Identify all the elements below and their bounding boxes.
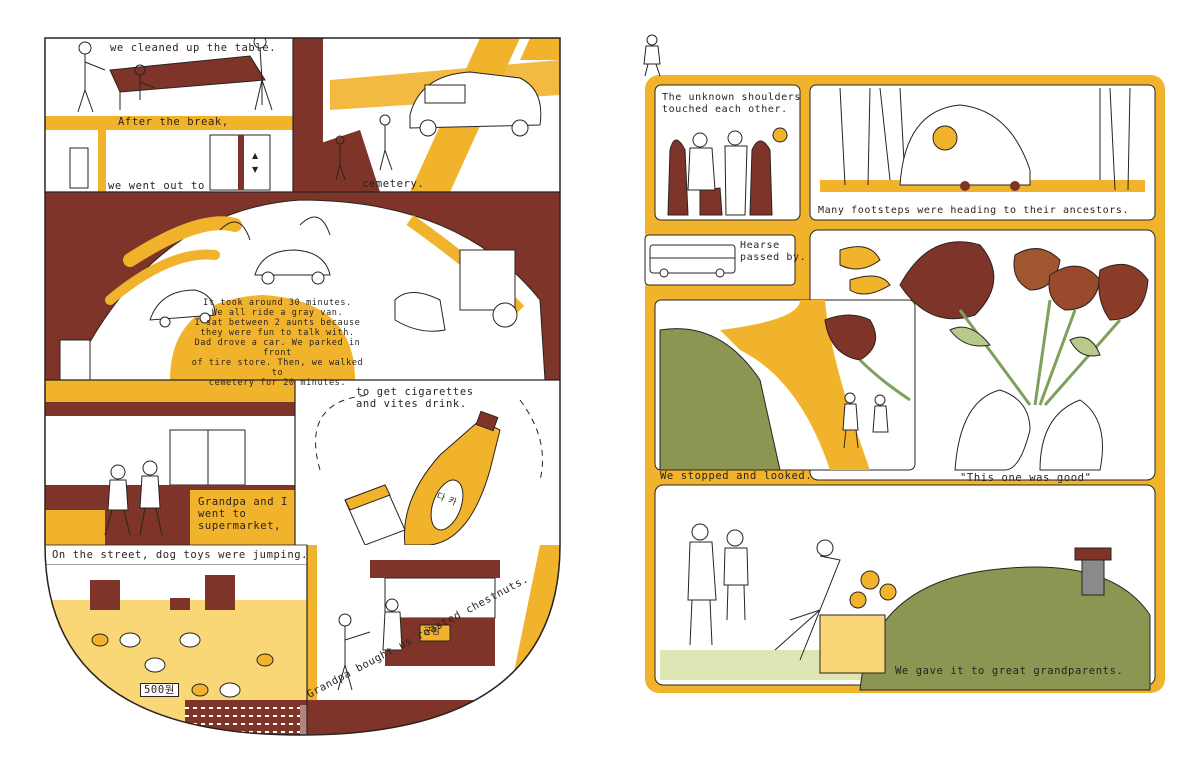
person-figure bbox=[382, 598, 403, 651]
flower-illustration bbox=[839, 241, 1149, 406]
caption-van-ride: It took around 30 minutes. We all ride a… bbox=[191, 298, 364, 388]
caption-this-one: "This one was good" bbox=[960, 472, 1092, 484]
panel-footsteps bbox=[809, 84, 1156, 221]
caption-went-out: we went out to bbox=[108, 180, 205, 192]
checkered-floor bbox=[185, 700, 300, 735]
panel-cleaning-table bbox=[45, 38, 293, 116]
person-figure bbox=[77, 41, 106, 113]
panel-road-trip bbox=[45, 192, 560, 381]
cigarette-pack-illustration bbox=[344, 484, 406, 546]
dog-toy-icon bbox=[91, 633, 274, 697]
person-figure bbox=[139, 460, 163, 536]
van-illustration bbox=[409, 71, 542, 137]
person-figure bbox=[337, 613, 371, 691]
car-illustration bbox=[394, 292, 446, 332]
car-illustration bbox=[149, 289, 216, 328]
person-figure bbox=[253, 38, 273, 111]
bus-illustration bbox=[649, 244, 736, 278]
caption-footsteps: Many footsteps were heading to their anc… bbox=[818, 205, 1130, 216]
car-illustration bbox=[254, 249, 331, 285]
panel-grave bbox=[654, 484, 1156, 691]
right-page bbox=[643, 34, 1165, 693]
person-figure bbox=[842, 392, 889, 449]
caption-gave-it: We gave it to great grandparents. bbox=[895, 665, 1124, 677]
person-figure bbox=[643, 34, 661, 77]
dog-toy-icon bbox=[119, 632, 241, 698]
svg-text:▼: ▼ bbox=[252, 165, 259, 174]
caption-supermarket: Grandpa and I went to supermarket, bbox=[198, 496, 288, 532]
person-figure bbox=[335, 135, 346, 181]
stall-sign: 군밤 bbox=[423, 627, 441, 637]
person-figure bbox=[687, 523, 841, 661]
person-figure bbox=[134, 64, 156, 100]
price-sign: 500원 bbox=[140, 683, 180, 697]
svg-text:▲: ▲ bbox=[252, 151, 259, 160]
car-illustration bbox=[899, 104, 1031, 191]
flower-illustration bbox=[849, 570, 897, 609]
person-figure bbox=[379, 114, 393, 171]
caption-shoulders: The unknown shoulders touched each other… bbox=[662, 92, 802, 115]
person-figure bbox=[104, 464, 131, 536]
drink-bottle-illustration bbox=[403, 410, 501, 546]
caption-cigarettes: to get cigarettes and vites drink. bbox=[356, 386, 474, 410]
caption-cleaned-table: we cleaned up the table. bbox=[110, 42, 277, 54]
panel-hearse bbox=[644, 234, 796, 286]
caption-dog-toys: On the street, dog toys were jumping. bbox=[52, 549, 309, 561]
caption-hearse: Hearse passed by. bbox=[740, 240, 807, 263]
panel-supermarket bbox=[45, 380, 295, 545]
caption-after-break: After the break, bbox=[118, 116, 229, 128]
flower-illustration bbox=[824, 314, 911, 402]
panel-chestnut-stall bbox=[307, 545, 560, 735]
caption-cemetery: cemetery. bbox=[362, 178, 425, 190]
caption-stopped: We stopped and looked. bbox=[660, 470, 813, 482]
panel-border-band bbox=[45, 116, 293, 130]
panel-went-out: ▲ ▼ bbox=[45, 130, 293, 192]
panel-street-van bbox=[293, 38, 560, 192]
hand-illustration bbox=[954, 389, 1103, 471]
left-page: ▲ ▼ bbox=[44, 37, 561, 736]
panel-stopped-looked bbox=[654, 299, 916, 471]
panel-cigarettes-drink bbox=[295, 380, 560, 546]
panel-unknown-shoulders bbox=[654, 84, 801, 221]
